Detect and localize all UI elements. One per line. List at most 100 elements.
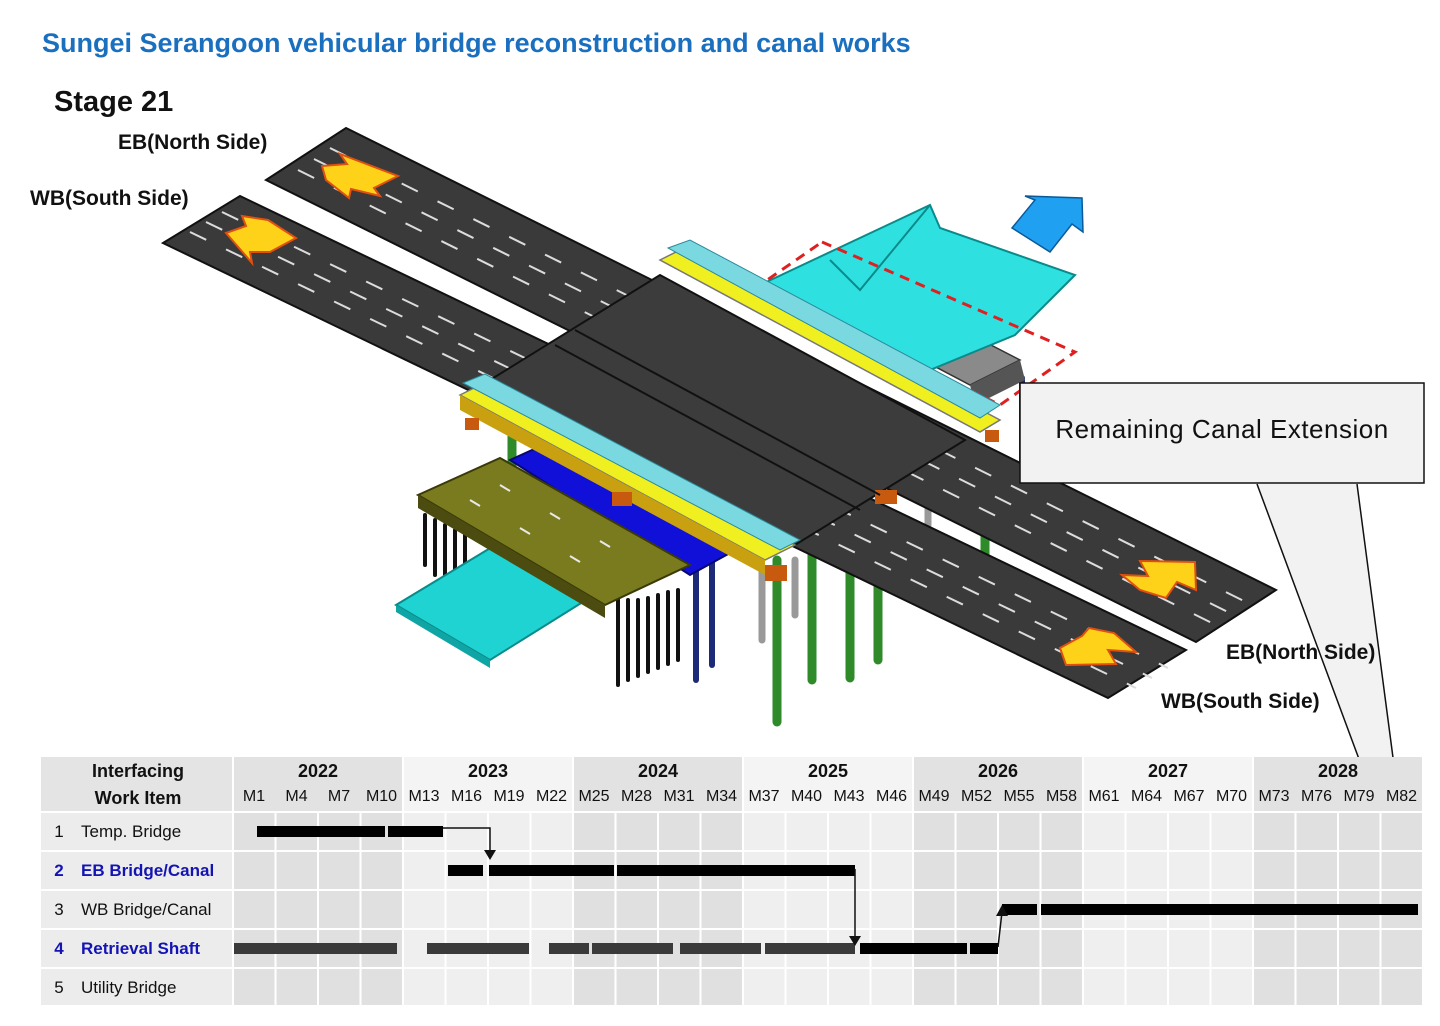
gantt-bar	[257, 826, 385, 837]
month-label: M64	[1130, 788, 1163, 805]
gantt-header-cell	[41, 757, 233, 812]
row-name: EB Bridge/Canal	[81, 861, 215, 880]
month-label: M61	[1088, 788, 1120, 805]
eb-arrow-top-icon	[320, 151, 401, 200]
month-label: M43	[833, 788, 865, 805]
month-column	[403, 812, 446, 1006]
dependency-connector	[443, 827, 491, 852]
callout-text: Remaining Canal Extension	[1055, 414, 1389, 444]
eb-label-top: EB(North Side)	[118, 131, 268, 154]
month-label: M67	[1173, 788, 1205, 805]
year-band	[573, 757, 743, 812]
month-label: M4	[285, 788, 308, 805]
canal-extension	[757, 203, 1079, 407]
wb-arrow-top-icon	[224, 214, 298, 267]
month-column	[530, 812, 573, 1006]
month-column	[615, 812, 658, 1006]
wb-arrow-bottom-icon	[1058, 626, 1139, 667]
month-label: M25	[578, 788, 610, 805]
dependency-arrow-icon	[996, 905, 1008, 916]
dependency-arrow-icon	[484, 850, 496, 860]
month-column	[785, 812, 828, 1006]
month-column	[573, 812, 616, 1006]
row-number: 2	[54, 861, 64, 880]
row-number: 4	[54, 939, 64, 958]
month-label: M31	[663, 788, 695, 805]
traffic-arrows	[224, 151, 1198, 667]
gantt-bar	[549, 943, 589, 954]
month-column	[360, 812, 403, 1006]
year-label: 2023	[467, 761, 509, 781]
eb-arrow-bottom-icon	[1119, 559, 1198, 600]
gantt-header-line2: Work Item	[94, 788, 182, 808]
month-label: M73	[1258, 788, 1290, 805]
month-column	[233, 812, 276, 1006]
month-label: M82	[1385, 788, 1418, 805]
eb-label-bottom: EB(North Side)	[1226, 641, 1376, 664]
month-label: M52	[960, 788, 993, 805]
gantt-bar	[489, 865, 614, 876]
month-column	[488, 812, 531, 1006]
year-label: 2028	[1317, 761, 1359, 781]
month-column	[445, 812, 488, 1006]
gantt-bar	[860, 943, 967, 954]
month-label: M28	[620, 788, 653, 805]
year-band	[233, 757, 403, 812]
row-name: WB Bridge/Canal	[81, 900, 212, 919]
month-column	[955, 812, 998, 1006]
month-label: M34	[705, 788, 738, 805]
month-label: M1	[242, 788, 266, 805]
row-name: Temp. Bridge	[81, 822, 182, 841]
month-label: M49	[918, 788, 950, 805]
stage-label: Stage 21	[54, 86, 174, 118]
gantt-bar	[234, 943, 397, 954]
row-name: Utility Bridge	[81, 978, 177, 997]
gantt-bar	[1041, 904, 1418, 915]
year-label: 2025	[807, 761, 849, 781]
temp-bridge	[415, 456, 693, 618]
year-band	[1253, 757, 1423, 812]
gantt-bar	[765, 943, 855, 954]
gantt-header-line1: Interfacing	[91, 761, 184, 781]
year-label: 2027	[1147, 761, 1189, 781]
year-band	[403, 757, 573, 812]
year-label: 2024	[637, 761, 679, 781]
month-label: M55	[1003, 788, 1035, 805]
year-band	[743, 757, 913, 812]
gantt-bar	[388, 826, 443, 837]
year-band	[1083, 757, 1253, 812]
month-column	[913, 812, 956, 1006]
gantt-bar	[448, 865, 483, 876]
month-label: M76	[1300, 788, 1333, 805]
row-name: Retrieval Shaft	[81, 939, 201, 958]
page-title: Sungei Serangoon vehicular bridge recons…	[42, 28, 911, 58]
month-label: M22	[535, 788, 568, 805]
dependency-connector	[997, 911, 1003, 948]
month-column	[743, 812, 786, 1006]
gantt-bar	[592, 943, 673, 954]
gantt-bar	[680, 943, 761, 954]
gantt-bar	[427, 943, 529, 954]
month-column	[318, 812, 361, 1006]
month-label: M13	[408, 788, 440, 805]
month-label: M37	[748, 788, 780, 805]
month-label: M79	[1343, 788, 1375, 805]
wb-label-top: WB(South Side)	[30, 187, 189, 210]
month-label: M58	[1045, 788, 1078, 805]
row-number: 1	[54, 822, 64, 841]
dependency-arrow-icon	[849, 936, 861, 946]
month-label: M19	[493, 788, 525, 805]
gantt-bar	[617, 865, 855, 876]
month-column	[700, 812, 743, 1006]
row-number: 5	[54, 978, 64, 997]
month-column	[828, 812, 871, 1006]
month-column	[658, 812, 701, 1006]
flow-arrow-icon	[1010, 195, 1084, 253]
year-label: 2026	[977, 761, 1019, 781]
month-label: M40	[790, 788, 823, 805]
month-label: M70	[1215, 788, 1248, 805]
year-label: 2022	[297, 761, 339, 781]
month-label: M16	[450, 788, 483, 805]
